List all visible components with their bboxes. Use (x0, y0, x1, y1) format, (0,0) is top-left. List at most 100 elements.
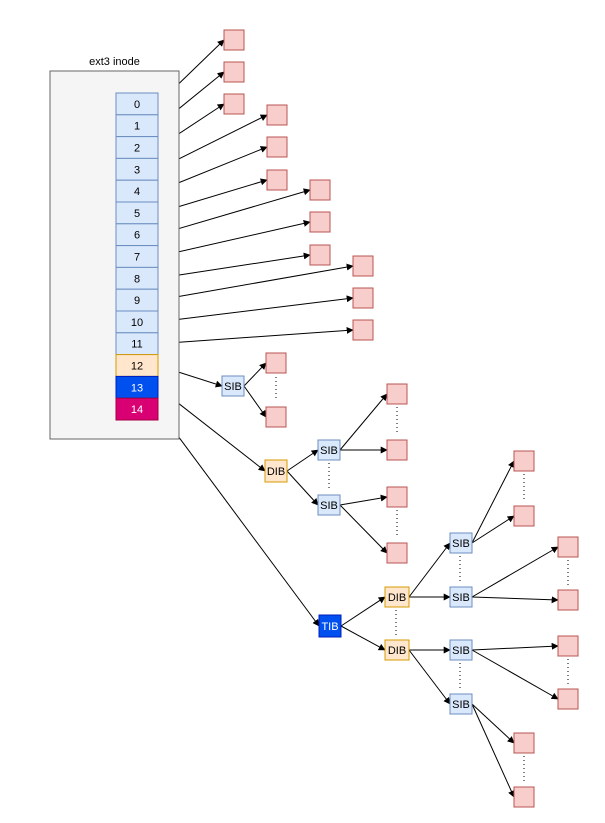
sib-label: SIB (452, 592, 470, 604)
pointer-arrow (471, 703, 515, 798)
data-block-direct-11 (352, 319, 374, 341)
sib-box (317, 494, 341, 516)
pointer-arrow (243, 362, 267, 387)
data-block-direct-6 (309, 179, 331, 201)
data-block (513, 786, 535, 808)
sib-label: SIB (452, 645, 470, 657)
sib-label: SIB (452, 699, 470, 711)
tib-box (318, 614, 342, 638)
continuation-dots (275, 377, 569, 781)
data-block (265, 352, 287, 374)
pointer-arrow (157, 295, 354, 323)
slot-label: 8 (134, 273, 140, 285)
sib-block: SIB (317, 439, 341, 461)
inode-slot-14: 14 (115, 397, 159, 421)
slot-label: 14 (131, 404, 143, 416)
pointer-arrow (471, 703, 515, 744)
pointer-arrow (340, 625, 386, 651)
data-block (513, 505, 535, 527)
data-block-direct-1 (223, 61, 245, 83)
slot-box (115, 397, 159, 421)
inode-slot-3: 3 (115, 157, 159, 181)
sib-box (317, 439, 341, 461)
data-block (386, 439, 408, 461)
sib-block: SIB (221, 375, 245, 397)
pointer-arrow (471, 596, 559, 604)
slot-label: 6 (134, 230, 140, 242)
pointer-arrows (157, 39, 559, 798)
tib-block: TIB (318, 614, 342, 638)
tib-label: TIB (321, 621, 338, 633)
inode-slot-11: 11 (115, 332, 159, 356)
dib-block: DIB (384, 639, 410, 661)
pointer-arrow (339, 393, 388, 451)
pointer-arrow (157, 326, 354, 345)
slot-label: 3 (134, 164, 140, 176)
data-block-direct-8 (309, 244, 331, 266)
pointer-arrow (286, 470, 319, 506)
data-block-direct-0 (223, 29, 245, 51)
pointer-arrow (471, 546, 559, 598)
slot-label: 12 (131, 361, 143, 373)
slot-label: 9 (134, 295, 140, 307)
sib-block: SIB (449, 693, 473, 715)
slot-label: 11 (131, 339, 142, 351)
inode-slot-8: 8 (115, 266, 159, 290)
pointer-arrow (286, 449, 319, 472)
inode-slot-9: 9 (115, 288, 159, 312)
data-block-direct-10 (352, 287, 374, 309)
inode-slot-5: 5 (115, 201, 159, 225)
dib-block: DIB (264, 459, 288, 483)
data-block (557, 688, 579, 710)
pointer-arrow (157, 263, 354, 301)
data-block (513, 732, 535, 754)
sib-label: SIB (224, 381, 242, 393)
inode-slot-0: 0 (115, 92, 159, 116)
sib-label: SIB (320, 500, 338, 512)
inode-slot-6: 6 (115, 223, 159, 247)
data-block (557, 635, 579, 657)
inode-slot-4: 4 (115, 179, 159, 203)
slot-label: 1 (134, 121, 140, 133)
sib-box (449, 586, 473, 608)
slot-label: 0 (134, 99, 140, 111)
pointer-arrow (340, 596, 386, 627)
pointer-arrow (339, 494, 388, 506)
pointer-arrow (243, 385, 267, 418)
sib-box (221, 375, 245, 397)
dib-label: DIB (388, 645, 406, 657)
dib-box (384, 586, 410, 608)
dib-box (384, 639, 410, 661)
slot-label: 10 (131, 317, 143, 329)
sib-label: SIB (452, 538, 470, 550)
data-block-direct-3 (266, 104, 288, 126)
pointer-arrow (471, 642, 559, 651)
inode-slot-12: 12 (115, 354, 159, 377)
slot-label: 7 (134, 252, 140, 264)
data-block-direct-2 (223, 93, 245, 115)
sib-block: SIB (449, 532, 473, 554)
inode-slot-1: 1 (115, 114, 159, 138)
inode-title: ext3 inode (89, 56, 140, 68)
pointer-arrow (408, 649, 451, 705)
slot-label: 2 (134, 143, 140, 155)
sib-label: SIB (320, 445, 338, 457)
dib-label: DIB (267, 466, 285, 478)
sib-box (449, 693, 473, 715)
data-block (513, 450, 535, 472)
inode-slot-7: 7 (115, 245, 159, 268)
data-block (386, 383, 408, 405)
pointer-arrow (471, 515, 515, 544)
data-block-direct-5 (266, 169, 288, 191)
pointer-arrow (157, 252, 311, 279)
sib-block: SIB (317, 494, 341, 516)
data-block-direct-9 (352, 255, 374, 277)
data-block (386, 542, 408, 564)
data-block-direct-7 (309, 211, 331, 233)
inode-slot-13: 13 (115, 375, 159, 399)
data-block-direct-4 (266, 136, 288, 158)
dib-box (264, 459, 288, 483)
